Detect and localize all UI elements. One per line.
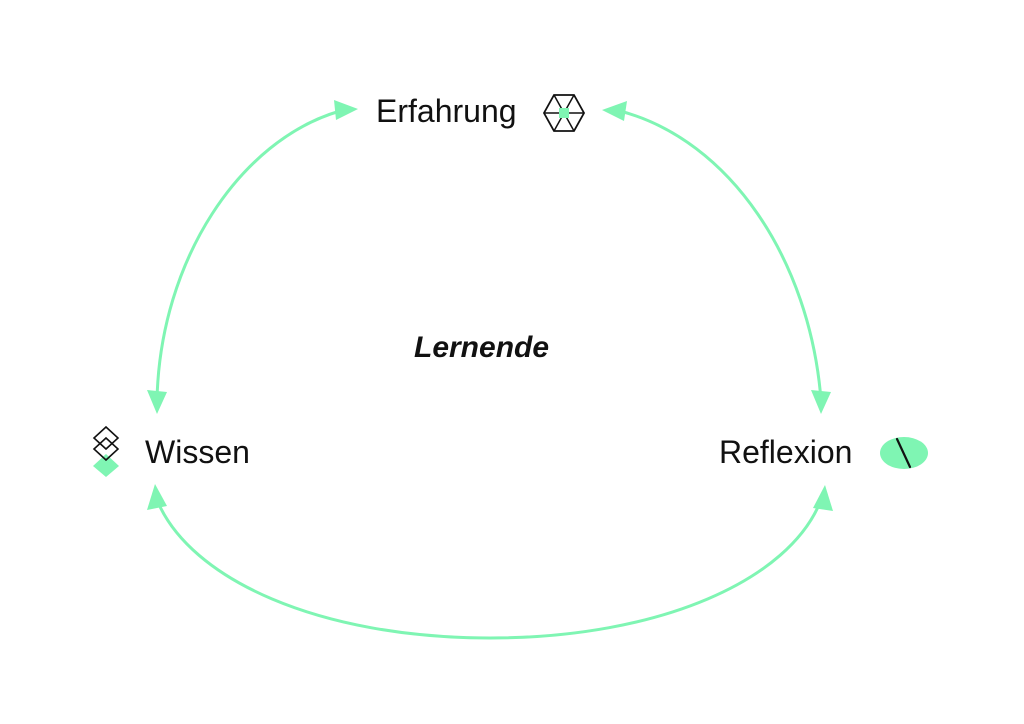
arrowhead-wissen-bottom bbox=[147, 484, 167, 510]
arrowhead-reflexion-top bbox=[811, 390, 831, 414]
arrowhead-wissen-top bbox=[147, 390, 167, 414]
hexagon-icon bbox=[542, 94, 586, 132]
node-label-wissen: Wissen bbox=[145, 434, 250, 470]
arrowhead-reflexion-bottom bbox=[813, 485, 833, 511]
node-label-reflexion: Reflexion bbox=[719, 434, 853, 470]
node-label-erfahrung: Erfahrung bbox=[376, 93, 517, 129]
arrow-erfahrung-wissen bbox=[155, 109, 342, 402]
arrowhead-erfahrung-left bbox=[334, 100, 358, 120]
stacked-diamonds-icon bbox=[92, 425, 120, 477]
arrow-wissen-reflexion bbox=[155, 498, 823, 640]
arrowhead-erfahrung-right bbox=[602, 101, 627, 121]
center-label: Lernende bbox=[414, 331, 550, 364]
oval-slash-icon bbox=[880, 437, 928, 469]
arrow-erfahrung-reflexion bbox=[618, 109, 823, 402]
